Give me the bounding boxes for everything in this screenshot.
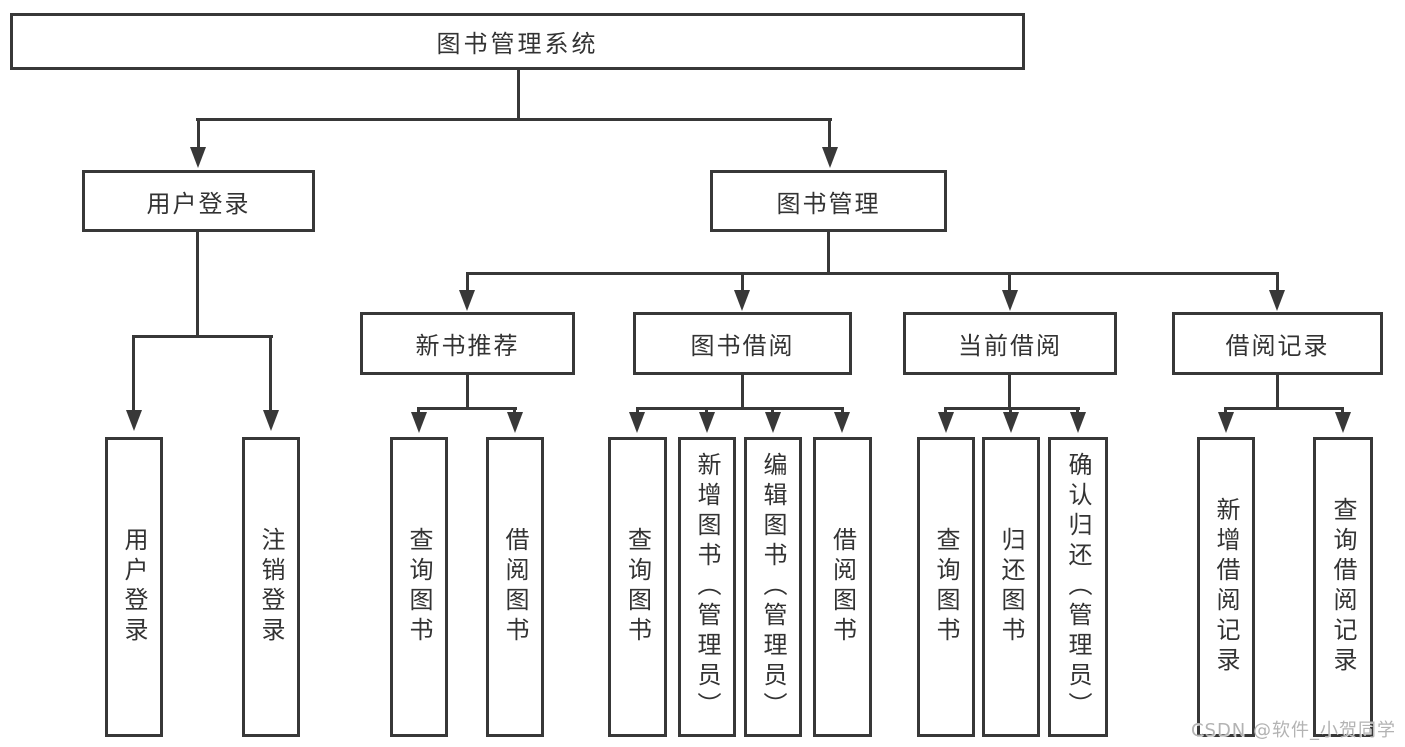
connector-root-stub (517, 70, 520, 118)
arrow-down-icon (126, 410, 142, 431)
arrow-down-icon (459, 290, 475, 311)
leaf-borrow-books: 借阅图书 (813, 437, 872, 737)
leaf-user-login: 用户登录 (105, 437, 163, 737)
node-borrow-records: 借阅记录 (1172, 312, 1383, 375)
connector-recommend-bar (417, 407, 517, 410)
arrow-down-icon (734, 290, 750, 311)
connector-mgmt-c1 (466, 272, 469, 292)
arrow-down-icon (629, 412, 645, 433)
connector-root-bar (196, 118, 832, 121)
connector-records-c1 (1224, 407, 1227, 415)
arrow-down-icon (1335, 412, 1351, 433)
node-book-management: 图书管理 (710, 170, 947, 232)
arrow-down-icon (1003, 412, 1019, 433)
leaf-confirm-return-admin: 确认归还（管理员） (1048, 437, 1108, 737)
arrow-down-icon (765, 412, 781, 433)
node-current-borrow: 当前借阅 (903, 312, 1117, 375)
arrow-down-icon (1218, 412, 1234, 433)
arrow-down-icon (411, 412, 427, 433)
connector-borrow-c1 (636, 407, 639, 415)
connector-records-c2 (1341, 407, 1344, 415)
leaf-logout: 注销登录 (242, 437, 300, 737)
leaf-query-books-current: 查询图书 (917, 437, 975, 737)
arrow-down-icon (190, 147, 206, 168)
arrow-down-icon (938, 412, 954, 433)
leaf-query-books-borrow: 查询图书 (608, 437, 667, 737)
connector-recommend-c2 (513, 407, 516, 415)
connector-login-c2 (269, 335, 272, 410)
connector-mgmt-c4 (1276, 272, 1279, 292)
connector-login-stub (196, 232, 199, 335)
arrow-down-icon (699, 412, 715, 433)
csdn-watermark: CSDN @软件_小贺同学 (1190, 720, 1396, 741)
leaf-query-borrow-record: 查询借阅记录 (1313, 437, 1373, 737)
leaf-add-book-admin: 新增图书（管理员） (678, 437, 736, 737)
connector-mgmt-stub (827, 232, 830, 272)
node-user-login: 用户登录 (82, 170, 315, 232)
connector-borrow-c4 (841, 407, 844, 415)
connector-current-c3 (1076, 407, 1079, 415)
leaf-query-books-recommend: 查询图书 (390, 437, 448, 737)
connector-current-bar (944, 407, 1080, 410)
arrow-down-icon (834, 412, 850, 433)
connector-current-c2 (1009, 407, 1012, 415)
connector-records-stub (1276, 375, 1279, 407)
arrow-down-icon (1002, 290, 1018, 311)
connector-recommend-stub (466, 375, 469, 407)
connector-root-to-login (197, 118, 200, 148)
leaf-borrow-books-recommend: 借阅图书 (486, 437, 544, 737)
connector-login-c1 (132, 335, 135, 410)
arrow-down-icon (263, 410, 279, 431)
connector-mgmt-c3 (1008, 272, 1011, 292)
arrow-down-icon (822, 147, 838, 168)
node-library-system: 图书管理系统 (10, 13, 1025, 70)
arrow-down-icon (1070, 412, 1086, 433)
connector-root-to-mgmt (828, 118, 831, 148)
connector-recommend-c1 (417, 407, 420, 415)
connector-borrow-c3 (771, 407, 774, 415)
leaf-edit-book-admin: 编辑图书（管理员） (744, 437, 802, 737)
connector-current-c1 (944, 407, 947, 415)
arrow-down-icon (507, 412, 523, 433)
leaf-add-borrow-record: 新增借阅记录 (1197, 437, 1255, 737)
connector-mgmt-c2 (741, 272, 744, 292)
arrow-down-icon (1269, 290, 1285, 311)
connector-borrow-c2 (705, 407, 708, 415)
connector-records-bar (1224, 407, 1344, 410)
connector-login-bar (132, 335, 273, 338)
connector-borrow-bar (636, 407, 844, 410)
connector-mgmt-bar (466, 272, 1279, 275)
leaf-return-book: 归还图书 (982, 437, 1040, 737)
connector-borrow-stub (741, 375, 744, 407)
node-book-borrow: 图书借阅 (633, 312, 852, 375)
connector-current-stub (1008, 375, 1011, 407)
node-new-book-recommend: 新书推荐 (360, 312, 575, 375)
